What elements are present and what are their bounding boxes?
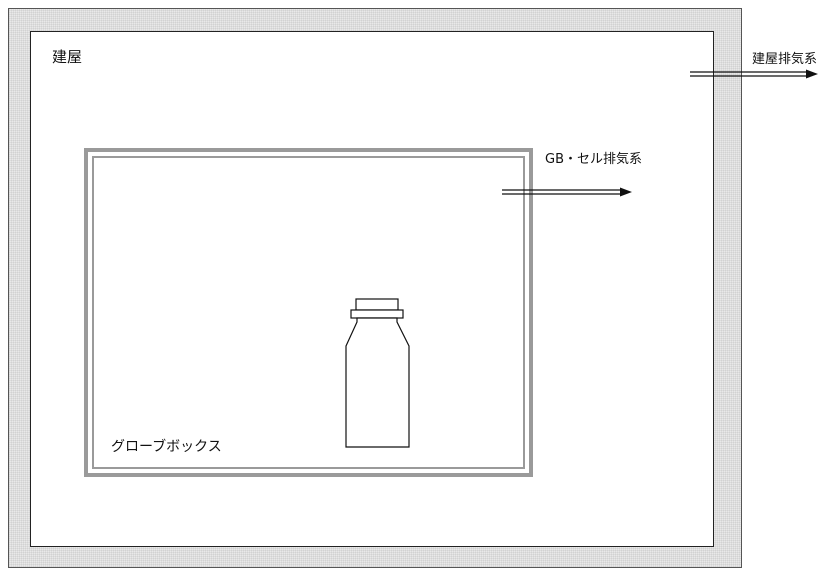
bottle-icon [345, 298, 410, 448]
building-label: 建屋 [52, 48, 83, 66]
glovebox-inner-wall [92, 156, 525, 469]
building-exhaust-label: 建屋排気系 [752, 52, 818, 67]
building-exhaust-arrow-icon [690, 69, 818, 79]
glovebox-label: グローブボックス [111, 439, 222, 455]
glovebox [84, 148, 533, 477]
gb-exhaust-arrow-icon [502, 187, 632, 197]
gb-cell-exhaust-label: GB・セル排気系 [545, 152, 642, 167]
